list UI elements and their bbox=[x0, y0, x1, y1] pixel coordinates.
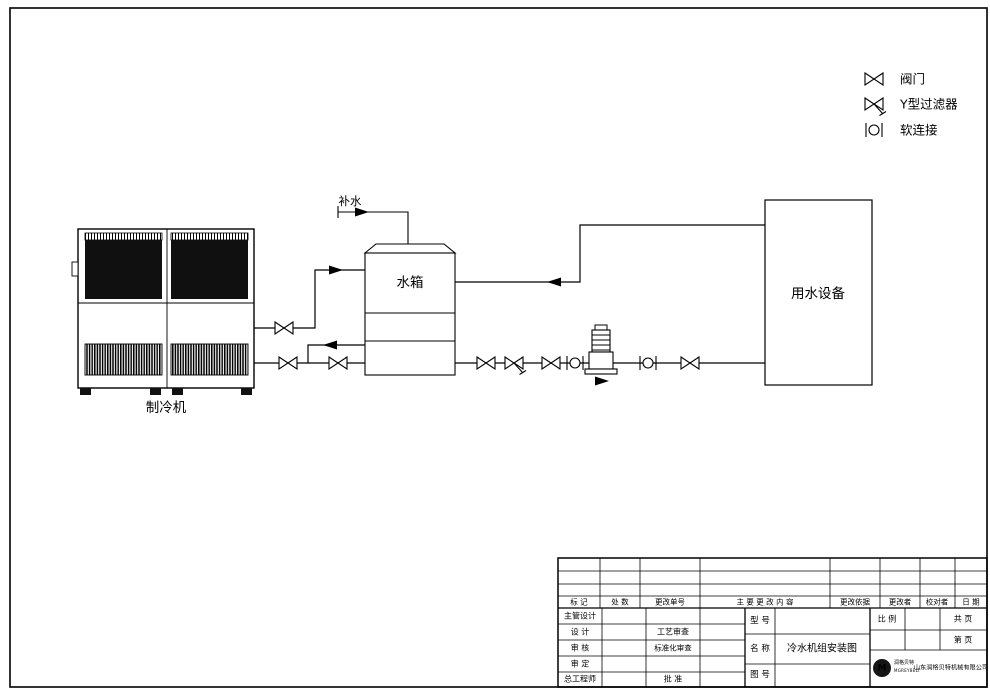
water-tank: 水箱 bbox=[363, 243, 457, 376]
pump-icon bbox=[584, 324, 618, 375]
tank-lid bbox=[363, 243, 457, 254]
valve-icon bbox=[274, 321, 294, 335]
rev-count-header: 处 数 bbox=[611, 597, 629, 607]
logo-mark: M bbox=[878, 664, 887, 674]
company-logo-icon bbox=[873, 659, 891, 677]
drawing-frame bbox=[9, 7, 988, 688]
scale-label: 比 例 bbox=[878, 614, 897, 624]
model-label: 型 号 bbox=[750, 616, 770, 626]
role-approval: 批 准 bbox=[664, 674, 683, 684]
title-block: 标 记 处 数 更改单号 主 要 更 改 内 容 更改依据 更改者 校对者 日 … bbox=[564, 597, 988, 684]
chiller-unit: 制冷机 bbox=[71, 228, 255, 416]
equipment-body bbox=[764, 199, 873, 386]
rev-mark-header: 标 记 bbox=[570, 597, 588, 607]
role-approve: 审 定 bbox=[571, 659, 590, 669]
chiller-side-tab bbox=[71, 261, 79, 277]
makeup-water-line: 补水 bbox=[337, 194, 409, 244]
legend-y-filter-label: Y型过滤器 bbox=[899, 97, 958, 112]
chiller-foot bbox=[241, 388, 252, 395]
role-review: 审 核 bbox=[571, 643, 590, 653]
tank-body bbox=[364, 252, 456, 376]
chiller-foot bbox=[150, 388, 161, 395]
chiller-label: 制冷机 bbox=[146, 400, 187, 416]
drawing-no-label: 图 号 bbox=[750, 670, 770, 680]
valve-icon bbox=[328, 356, 348, 370]
page-no-label: 第 页 bbox=[954, 635, 973, 645]
role-chief-engineer: 总工程师 bbox=[564, 674, 596, 684]
valve-icon bbox=[864, 72, 884, 86]
flow-arrow-right-icon bbox=[595, 376, 609, 386]
condenser-panel-right bbox=[171, 240, 248, 299]
piping bbox=[254, 224, 765, 364]
valve-icon bbox=[541, 356, 561, 370]
makeup-water-label: 补水 bbox=[339, 194, 362, 208]
role-design: 设 计 bbox=[571, 627, 590, 637]
role-standardization: 标准化审查 bbox=[654, 643, 692, 653]
company-name: 山东润格贝特机械有限公司 bbox=[914, 664, 988, 672]
chiller-foot bbox=[172, 388, 183, 395]
flow-arrow-right-icon bbox=[355, 207, 369, 217]
rev-order-header: 更改单号 bbox=[655, 597, 685, 607]
condenser-panel-left bbox=[85, 240, 162, 299]
valve-icon bbox=[278, 356, 298, 370]
legend: 阀门 Y型过滤器 软连接 bbox=[864, 72, 958, 138]
pipe-tank-outlet bbox=[307, 344, 365, 363]
rev-content-header: 主 要 更 改 内 容 bbox=[737, 597, 794, 607]
title-block-grid bbox=[557, 557, 988, 688]
valve-icon bbox=[476, 356, 496, 370]
rev-changed-by-header: 更改者 bbox=[889, 597, 912, 607]
drawing-name: 冷水机组安装图 bbox=[787, 642, 857, 655]
soft-connection-icon bbox=[865, 122, 883, 138]
role-process-review: 工艺审查 bbox=[657, 627, 689, 637]
fan-grille-right bbox=[170, 232, 249, 241]
valve-icon bbox=[680, 356, 700, 370]
flow-arrow-left-icon bbox=[547, 277, 561, 287]
pipe-chiller-to-tank bbox=[254, 269, 365, 329]
flow-arrow-left-icon bbox=[323, 340, 337, 350]
rev-basis-header: 更改依据 bbox=[840, 597, 870, 607]
y-filter-icon bbox=[504, 356, 527, 376]
water-equipment: 用水设备 bbox=[764, 199, 873, 386]
tank-label: 水箱 bbox=[397, 275, 424, 291]
rev-date-header: 日 期 bbox=[962, 598, 979, 607]
legend-valve-label: 阀门 bbox=[900, 72, 925, 87]
logo-name: 润格贝特 bbox=[894, 659, 914, 666]
coil-panel-right bbox=[170, 343, 249, 376]
coil-panel-left bbox=[84, 343, 163, 376]
chiller-foot bbox=[80, 388, 91, 395]
rev-checked-by-header: 校对者 bbox=[926, 597, 949, 607]
role-chief-design: 主管设计 bbox=[564, 611, 596, 621]
fan-grille-left bbox=[84, 232, 163, 241]
pipe-return-line bbox=[455, 224, 765, 283]
total-pages-label: 共 页 bbox=[954, 615, 973, 624]
name-label: 名 称 bbox=[750, 643, 770, 654]
y-filter-icon bbox=[864, 97, 887, 117]
logo-sub: MGREYBELT bbox=[894, 668, 921, 673]
equipment-label: 用水设备 bbox=[791, 285, 845, 302]
legend-soft-connection-label: 软连接 bbox=[900, 123, 938, 138]
flow-arrow-right-icon bbox=[329, 265, 343, 275]
